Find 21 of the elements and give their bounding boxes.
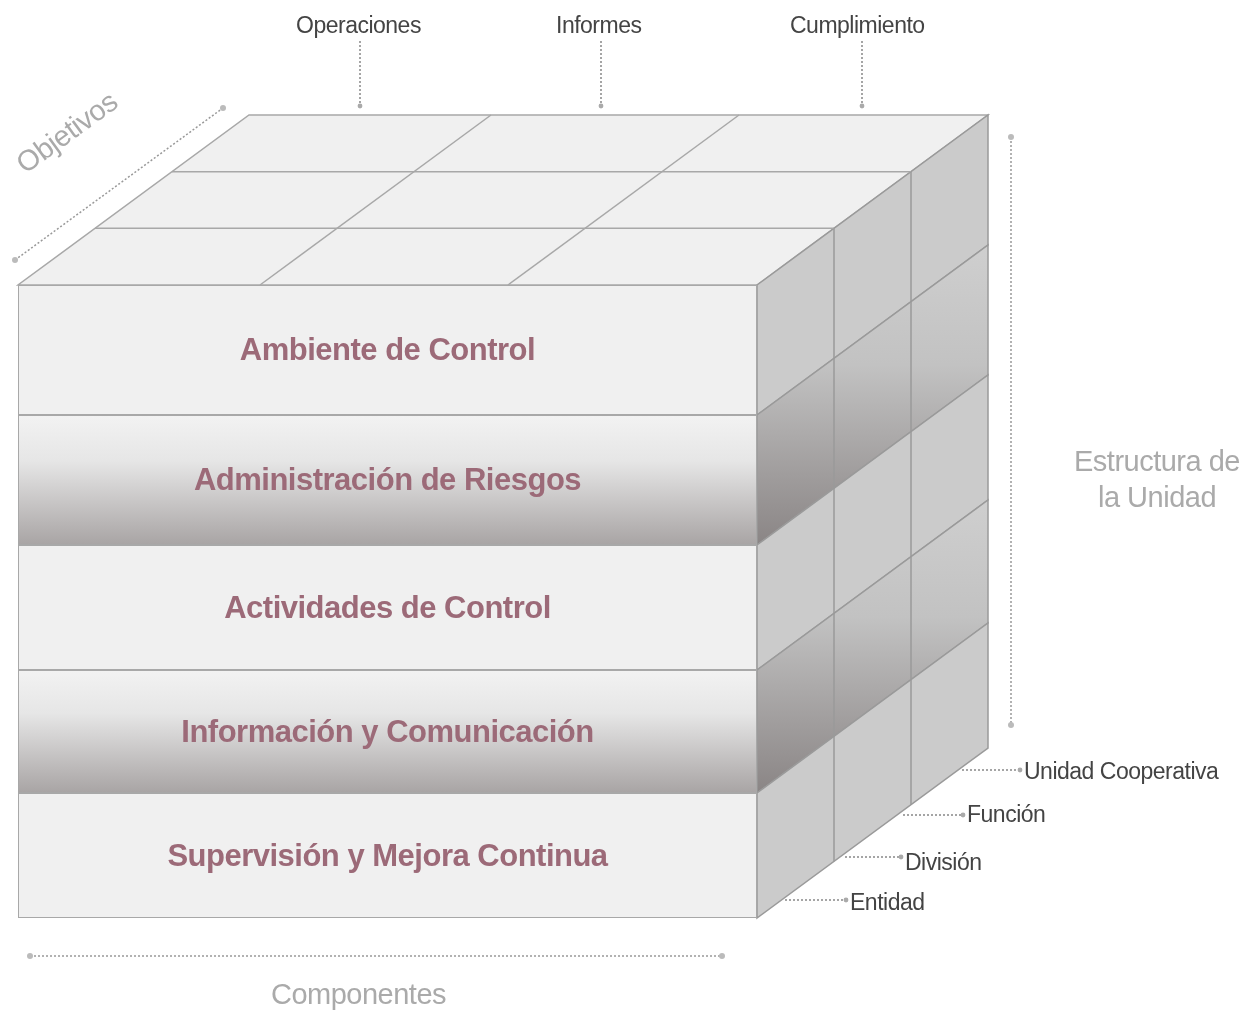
leader-line (961, 767, 1023, 773)
leader-line (902, 812, 966, 818)
leader-line (844, 854, 904, 860)
category-label: División (905, 848, 982, 876)
leader-line (784, 897, 849, 903)
category-label: Informes (556, 11, 642, 39)
axis-label: Estructura de la Unidad (1073, 444, 1241, 515)
category-label: Unidad Cooperativa (1024, 757, 1219, 785)
leader-line (357, 40, 363, 109)
category-label: Función (967, 800, 1046, 828)
component-band: Actividades de Control (18, 545, 757, 670)
component-band: Información y Comunicación (18, 670, 757, 793)
component-band: Ambiente de Control (18, 285, 757, 415)
category-label: Entidad (850, 888, 925, 916)
axis-label: Componentes (271, 977, 447, 1012)
category-label: Operaciones (296, 11, 421, 39)
leader-line (598, 40, 604, 109)
leader-line (859, 40, 865, 109)
component-band: Administración de Riesgos (18, 415, 757, 545)
component-band: Supervisión y Mejora Continua (18, 793, 757, 918)
category-label: Cumplimiento (790, 11, 925, 39)
